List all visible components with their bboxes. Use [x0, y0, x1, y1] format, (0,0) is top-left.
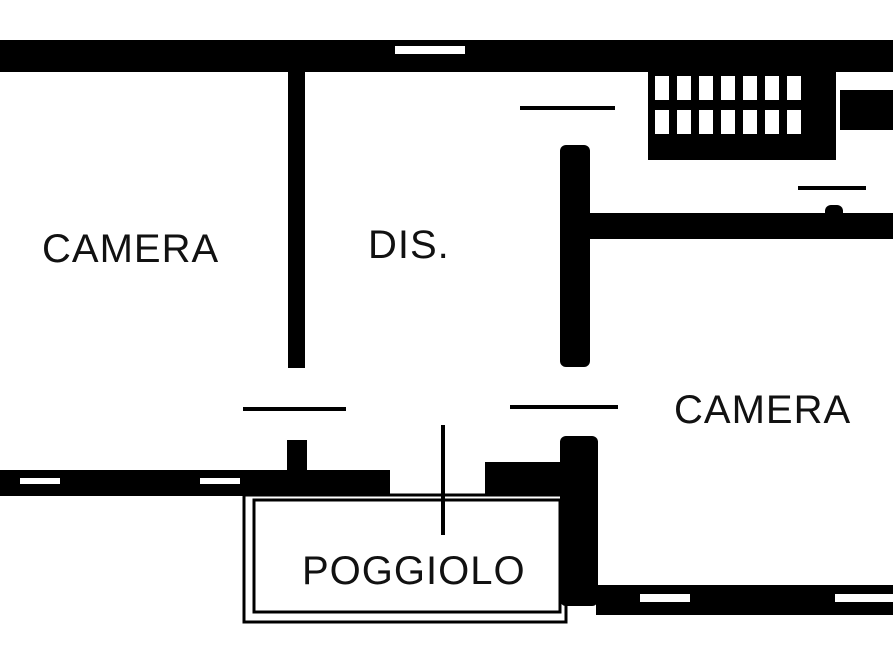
bottom-right-window: [640, 594, 690, 602]
flue-side: [840, 90, 893, 130]
nub: [825, 205, 843, 219]
flue-opening: [677, 110, 691, 134]
room-label-dis: DIS.: [368, 223, 450, 267]
flue-opening: [743, 110, 757, 134]
left-partition: [288, 66, 305, 368]
balcony-outline: [242, 493, 568, 624]
door-swings: [243, 106, 866, 535]
flue-opening: [765, 76, 779, 100]
balcony-inner: [252, 498, 562, 614]
flue-opening: [699, 76, 713, 100]
bottom-left-wall: [0, 470, 390, 496]
walls: [0, 40, 893, 615]
flue-opening: [743, 76, 757, 100]
right-partition: [588, 213, 893, 239]
top-window: [395, 46, 465, 54]
room-label-camera-right: CAMERA: [674, 388, 851, 432]
room-label-camera-left: CAMERA: [42, 227, 219, 271]
flue-openings: [655, 76, 801, 134]
bottom-left-window: [20, 478, 60, 484]
left-stub: [287, 440, 307, 480]
flue-block: [648, 66, 836, 160]
flue-opening: [787, 76, 801, 100]
flue-opening: [787, 110, 801, 134]
flue-opening: [765, 110, 779, 134]
right-room-left-wall: [560, 436, 598, 606]
bottom-left-window-2: [200, 478, 240, 484]
flue-opening: [721, 76, 735, 100]
bottom-mid-wall: [485, 462, 565, 496]
flue-opening: [655, 110, 669, 134]
hall-right-wall: [560, 145, 590, 367]
flue-opening: [699, 110, 713, 134]
flue-opening: [677, 76, 691, 100]
bottom-right-window-2: [835, 594, 893, 602]
flue-opening: [721, 110, 735, 134]
balcony-outer: [242, 493, 568, 624]
flue-opening: [655, 76, 669, 100]
room-label-poggiolo: POGGIOLO: [302, 549, 526, 593]
